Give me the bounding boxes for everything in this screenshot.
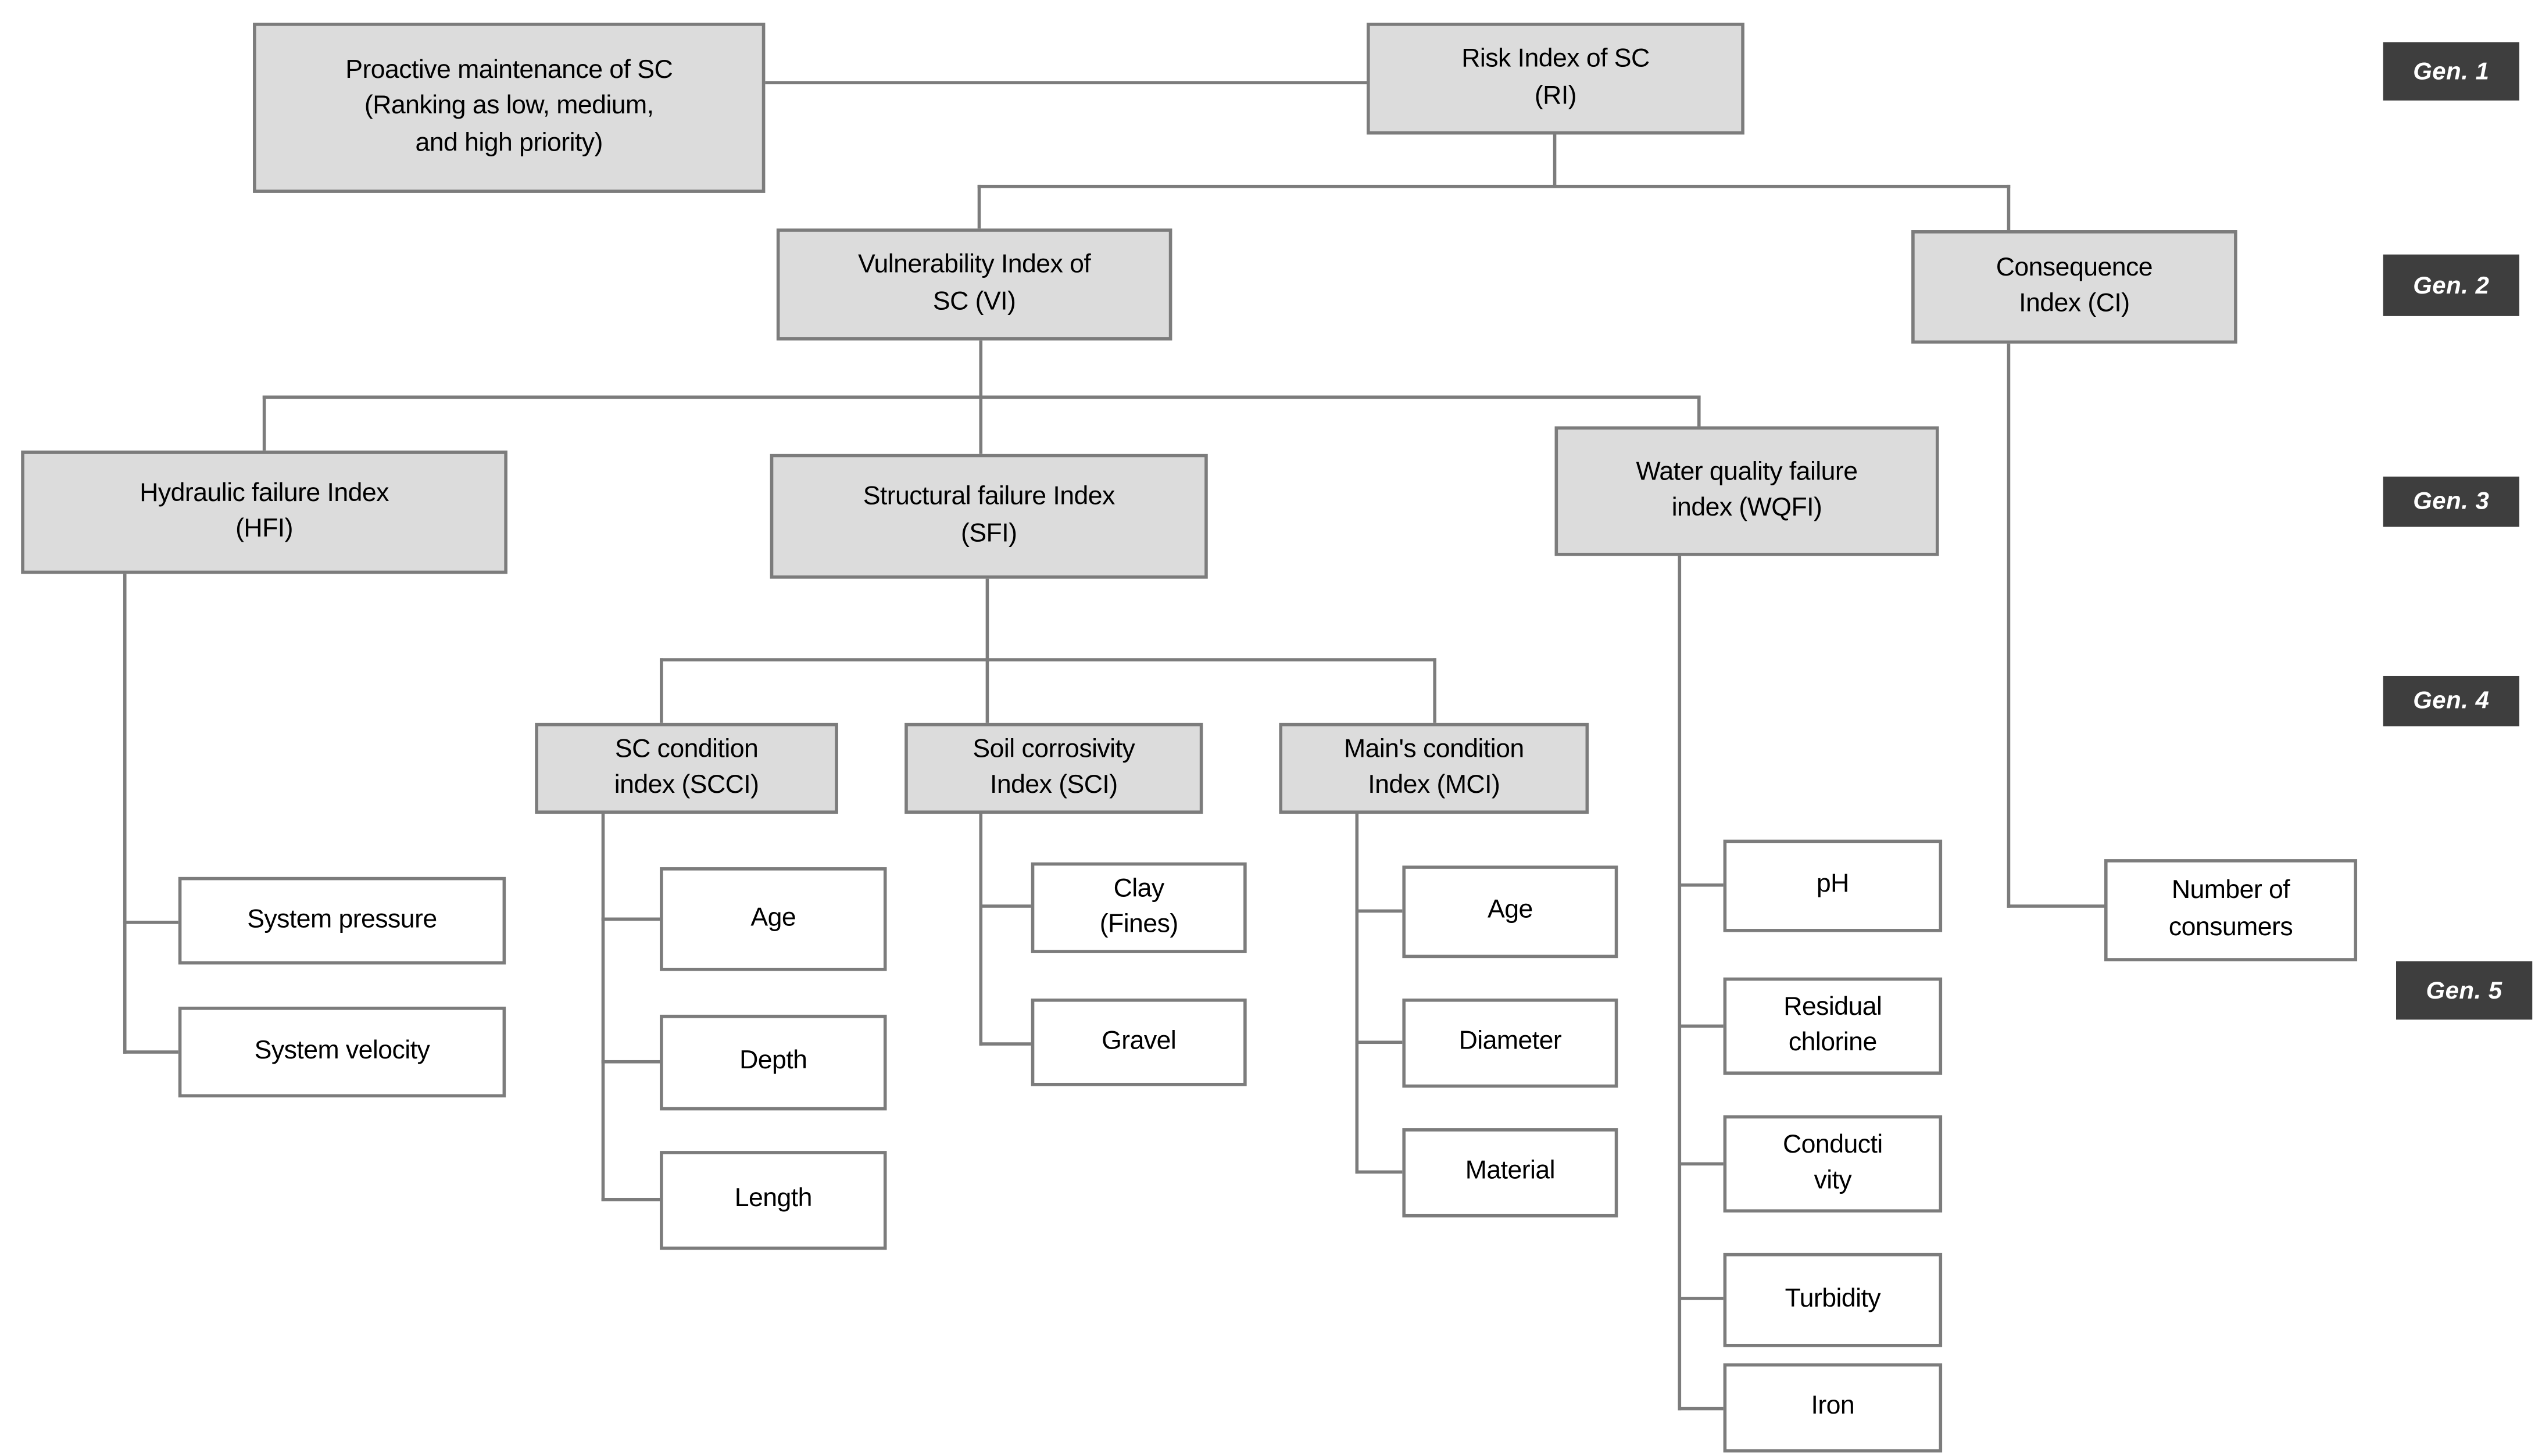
node-label: Turbidity	[1785, 1285, 1881, 1313]
connector-line	[1433, 658, 1436, 723]
generation-badge-2: Gen. 2	[2383, 254, 2519, 316]
connector-line	[979, 395, 983, 454]
node-label: Hydraulic failure Index (HFI)	[140, 479, 389, 543]
connector-line	[1678, 1297, 1724, 1300]
connector-line	[1678, 556, 1682, 1411]
connector-line	[979, 814, 983, 1046]
node-label: Consequence Index (CI)	[1996, 253, 2153, 318]
node-hydraulic-failure-index: Hydraulic failure Index (HFI)	[21, 450, 507, 574]
connector-line	[985, 658, 989, 723]
node-system-pressure: System pressure	[178, 877, 506, 965]
node-proactive-maintenance: Proactive maintenance of SC (Ranking as …	[253, 23, 766, 193]
connector-line	[123, 1050, 178, 1054]
node-label: Material	[1465, 1158, 1556, 1186]
node-diameter: Diameter	[1402, 998, 1618, 1088]
connector-line	[1355, 1170, 1403, 1174]
node-system-velocity: System velocity	[178, 1006, 506, 1098]
connector-line	[601, 1060, 660, 1064]
node-label: Risk Index of SC (RI)	[1461, 45, 1650, 110]
connector-line	[1355, 909, 1403, 913]
connector-line	[1355, 814, 1359, 1174]
connector-line	[601, 1197, 660, 1201]
connector-line	[979, 904, 1031, 908]
node-gravel: Gravel	[1031, 998, 1247, 1086]
node-label: Conducti vity	[1783, 1131, 1883, 1195]
node-soil-corrosivity-index: Soil corrosivity Index (SCI)	[904, 722, 1203, 814]
node-label: Age	[1487, 897, 1533, 925]
node-consequence-index: Consequence Index (CI)	[1911, 230, 2237, 344]
connector-line	[601, 814, 605, 1201]
connector-line	[979, 1042, 1031, 1046]
node-label: Vulnerability Index of SC (VI)	[857, 251, 1091, 316]
connector-line	[660, 658, 663, 723]
connector-line	[1697, 395, 1701, 427]
node-depth: Depth	[660, 1014, 887, 1111]
node-sc-condition-index: SC condition index (SCCI)	[535, 722, 838, 814]
connector-line	[123, 574, 127, 1054]
node-label: Water quality failure index (WQFI)	[1636, 458, 1858, 523]
node-label: Age	[750, 904, 796, 932]
connector-line	[979, 340, 983, 399]
node-water-quality-failure-index: Water quality failure index (WQFI)	[1554, 426, 1939, 556]
generation-badge-3: Gen. 3	[2383, 476, 2519, 527]
node-age-mci: Age	[1402, 865, 1618, 958]
connector-line	[123, 921, 178, 924]
node-iron: Iron	[1723, 1363, 1943, 1453]
node-label: System velocity	[254, 1037, 430, 1065]
node-label: Structural failure Index (SFI)	[863, 483, 1116, 548]
connector-line	[1678, 1024, 1724, 1028]
connector-line	[985, 578, 989, 661]
node-label: Diameter	[1458, 1028, 1562, 1056]
connector-line	[2007, 184, 2011, 231]
node-turbidity: Turbidity	[1723, 1253, 1943, 1347]
node-label: Proactive maintenance of SC (Ranking as …	[345, 56, 673, 157]
node-label: Soil corrosivity Index (SCI)	[973, 735, 1135, 799]
node-age-scci: Age	[660, 867, 887, 971]
node-clay-fines: Clay (Fines)	[1031, 862, 1247, 953]
connector-line	[1678, 1407, 1724, 1411]
connector-line	[601, 917, 660, 921]
node-label: System pressure	[247, 906, 437, 933]
node-vulnerability-index: Vulnerability Index of SC (VI)	[776, 228, 1172, 341]
connector-line	[765, 81, 1367, 85]
connector-line	[262, 395, 266, 451]
node-length: Length	[660, 1151, 887, 1250]
generation-badge-5: Gen. 5	[2396, 961, 2533, 1020]
node-mains-condition-index: Main's condition Index (MCI)	[1279, 722, 1589, 814]
node-label: pH	[1816, 871, 1850, 899]
node-structural-failure-index: Structural failure Index (SFI)	[770, 453, 1208, 579]
connector-line	[1678, 1162, 1724, 1166]
node-number-of-consumers: Number of consumers	[2104, 859, 2358, 961]
node-label: Clay (Fines)	[1099, 874, 1179, 939]
node-label: Gravel	[1102, 1027, 1177, 1056]
connector-line	[1553, 134, 1557, 188]
node-label: Depth	[739, 1047, 807, 1075]
node-label: Iron	[1811, 1393, 1855, 1421]
generation-badge-1: Gen. 1	[2383, 42, 2519, 101]
node-label: SC condition index (SCCI)	[614, 735, 759, 799]
connector-line	[2007, 904, 2104, 908]
node-ph: pH	[1723, 839, 1943, 932]
node-conductivity: Conducti vity	[1723, 1115, 1943, 1213]
node-material: Material	[1402, 1128, 1618, 1218]
connector-line	[660, 658, 1436, 661]
node-residual-chlorine: Residual chlorine	[1723, 977, 1943, 1075]
connector-line	[2007, 344, 2011, 908]
node-label: Number of consumers	[2168, 877, 2293, 941]
node-label: Length	[734, 1185, 813, 1213]
connector-line	[1678, 883, 1724, 887]
connector-line	[1355, 1040, 1403, 1044]
generation-badge-4: Gen. 4	[2383, 675, 2519, 727]
connector-line	[977, 184, 981, 229]
connector-line	[977, 184, 2011, 188]
node-label: Main's condition Index (MCI)	[1343, 735, 1524, 799]
node-risk-index: Risk Index of SC (RI)	[1367, 23, 1744, 135]
node-label: Residual chlorine	[1783, 993, 1882, 1057]
